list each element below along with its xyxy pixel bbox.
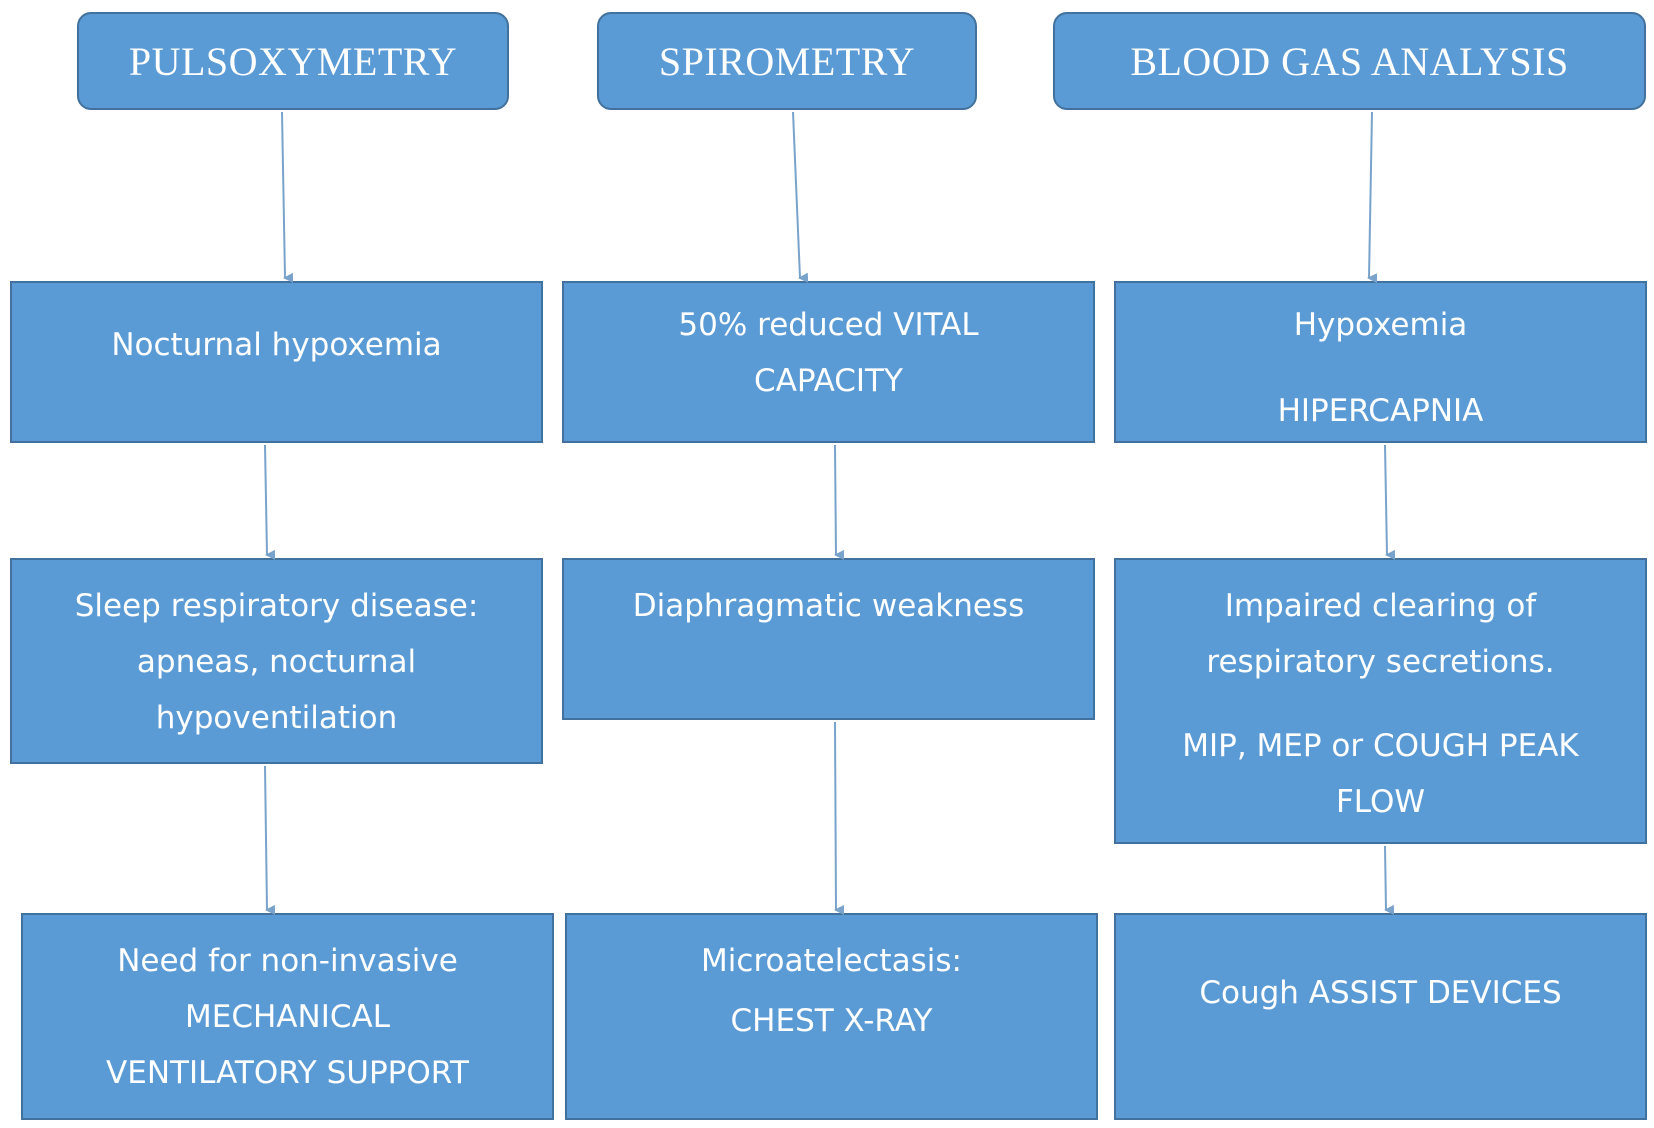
header-label: PULSOXYMETRY (128, 38, 458, 84)
step-text: Impaired clearing of respiratory secreti… (1206, 588, 1555, 680)
arrow-step2-to-step3 (834, 721, 845, 915)
step-diaphragmatic-weakness: Diaphragmatic weakness (562, 558, 1095, 720)
arrow-step1-to-step2 (834, 444, 845, 560)
header-pulsoxymetry: PULSOXYMETRY (77, 12, 509, 110)
header-blood-gas-analysis: BLOOD GAS ANALYSIS (1053, 12, 1646, 110)
step-text: CHEST X-RAY (730, 1003, 933, 1039)
step-text: 50% reduced VITAL CAPACITY (678, 307, 979, 399)
header-label: BLOOD GAS ANALYSIS (1130, 38, 1569, 84)
step-text: Diaphragmatic weakness (632, 588, 1025, 624)
step-text: Nocturnal hypoxemia (111, 327, 442, 363)
arrow-step1-to-step2 (264, 444, 276, 560)
step-nocturnal-hypoxemia: Nocturnal hypoxemia (10, 281, 543, 443)
step-cough-assist-devices: Cough ASSIST DEVICES (1114, 913, 1647, 1120)
arrow-step2-to-step3 (1384, 845, 1395, 915)
arrow-header-to-step1 (1367, 111, 1378, 284)
step-text: Hypoxemia (1293, 307, 1468, 343)
step-hypoxemia-hipercapnia: Hypoxemia HIPERCAPNIA (1114, 281, 1647, 443)
arrow-step2-to-step3 (264, 765, 276, 915)
step-microatelectasis: Microatelectasis: CHEST X-RAY (565, 913, 1098, 1120)
arrow-header-to-step1 (792, 111, 809, 283)
step-text: Sleep respiratory disease: apneas, noctu… (74, 588, 479, 736)
step-text: Need for non-invasive MECHANICAL VENTILA… (106, 943, 469, 1091)
step-reduced-vital-capacity: 50% reduced VITAL CAPACITY (562, 281, 1095, 443)
step-text: MIP, MEP or COUGH PEAK FLOW (1182, 728, 1579, 820)
header-spirometry: SPIROMETRY (597, 12, 977, 110)
step-text: Cough ASSIST DEVICES (1199, 975, 1562, 1011)
arrow-step1-to-step2 (1384, 444, 1396, 560)
step-sleep-respiratory-disease: Sleep respiratory disease: apneas, noctu… (10, 558, 543, 764)
step-text: HIPERCAPNIA (1277, 393, 1484, 429)
header-label: SPIROMETRY (658, 38, 916, 84)
step-impaired-clearing: Impaired clearing of respiratory secreti… (1114, 558, 1647, 844)
arrow-header-to-step1 (281, 111, 294, 283)
step-ventilatory-support: Need for non-invasive MECHANICAL VENTILA… (21, 913, 554, 1120)
step-text: Microatelectasis: (701, 943, 962, 979)
